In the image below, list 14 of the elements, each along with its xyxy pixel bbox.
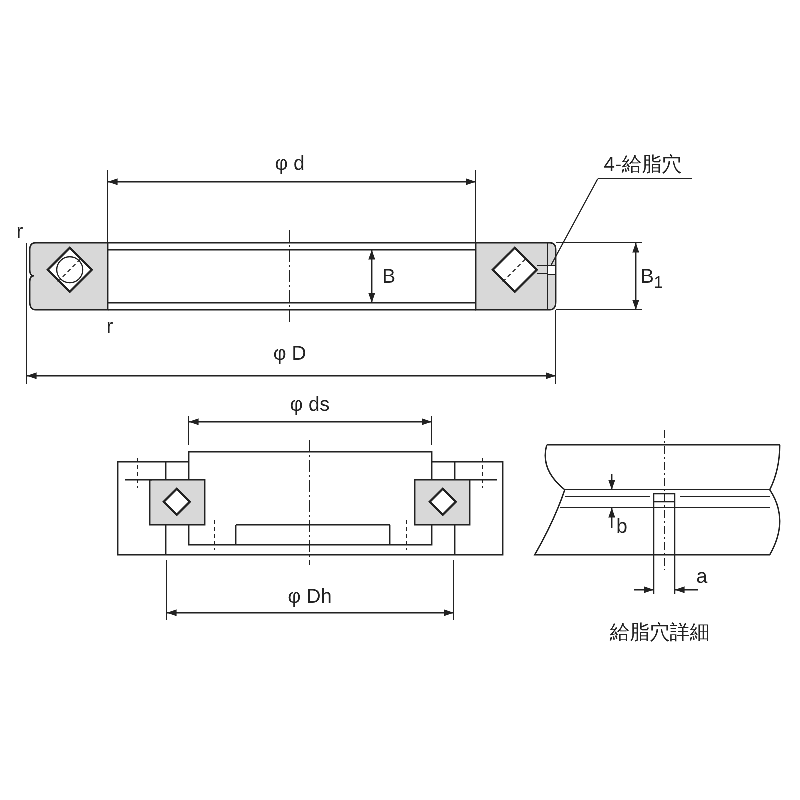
dimension-label: a	[696, 566, 708, 588]
detail-caption: 給脂穴詳細	[610, 622, 710, 644]
dimension-label: φ Dh	[288, 586, 332, 608]
grease-hole	[547, 265, 556, 275]
dimension-label: φ d	[275, 153, 305, 175]
dimension-label: b	[616, 516, 628, 538]
dimension-label: B$_{1}$	[640, 266, 664, 294]
radius-label: r	[16, 221, 24, 243]
dimension-label: B	[382, 266, 396, 288]
dimension-label: φ D	[274, 343, 306, 365]
dimension-label: φ ds	[290, 394, 330, 416]
leader-line	[550, 178, 599, 266]
radius-label: r	[106, 316, 114, 338]
callout-label: 4-給脂穴	[598, 154, 692, 179]
